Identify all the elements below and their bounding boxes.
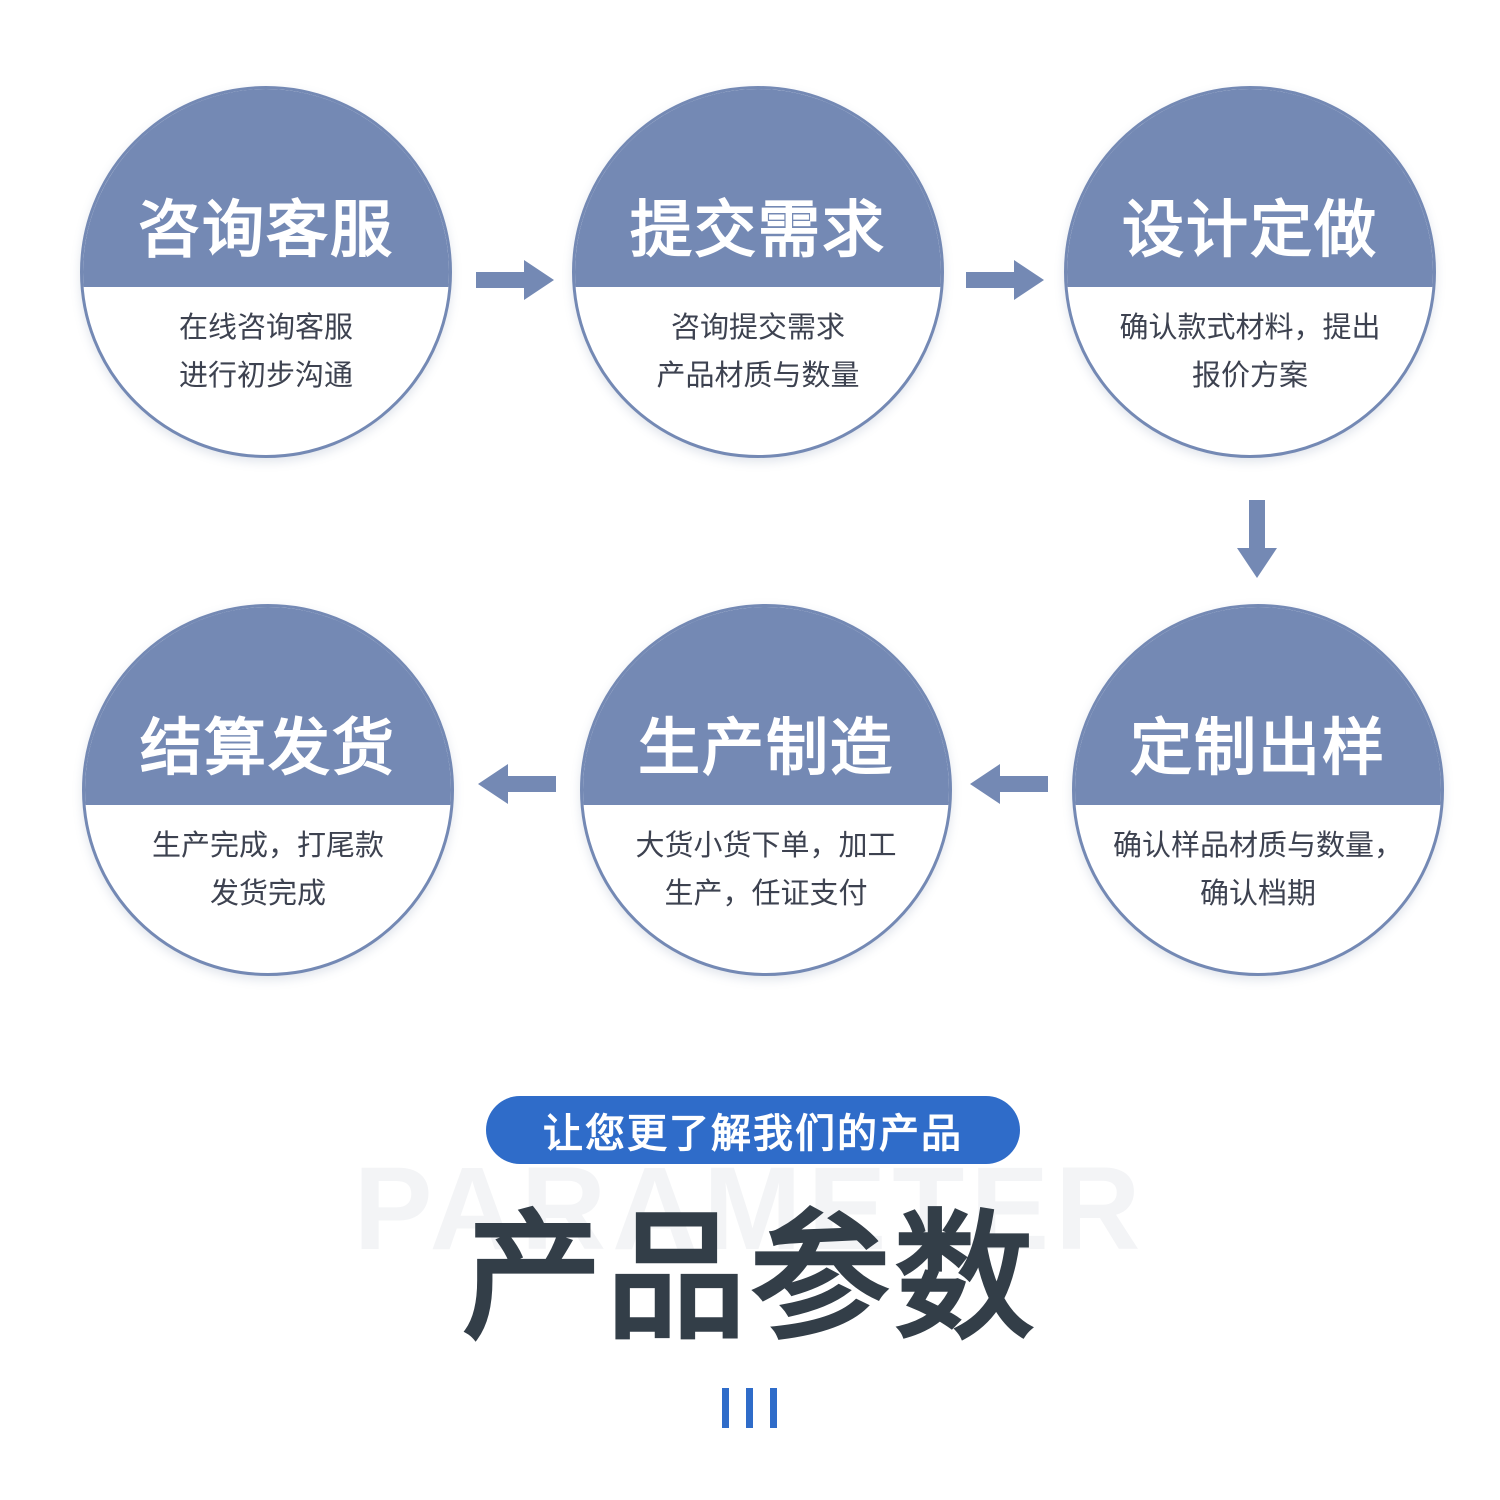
step-custom-sample: 定制出样 确认样品材质与数量， 确认档期 xyxy=(1072,604,1444,976)
section-title: 产品参数 xyxy=(461,1197,1038,1360)
step-production: 生产制造 大货小货下单，加工 生产，任证支付 xyxy=(580,604,952,976)
step-description: 咨询提交需求 产品材质与数量 xyxy=(575,303,941,399)
step-header: 提交需求 xyxy=(575,89,941,287)
step-desc-line: 报价方案 xyxy=(1191,358,1308,392)
step-desc-line: 咨询提交需求 xyxy=(670,310,845,344)
step-submit-requirements: 提交需求 咨询提交需求 产品材质与数量 xyxy=(572,86,944,458)
bar-mark xyxy=(746,1388,753,1428)
step-consult-service: 咨询客服 在线咨询客服 进行初步沟通 xyxy=(80,86,452,458)
step-header: 结算发货 xyxy=(85,607,451,805)
step-description: 生产完成，打尾款 发货完成 xyxy=(85,821,451,917)
bar-mark xyxy=(722,1388,729,1428)
section-badge: 让您更了解我们的产品 xyxy=(486,1096,1020,1164)
step-description: 确认款式材料，提出 报价方案 xyxy=(1067,303,1433,399)
step-header: 定制出样 xyxy=(1075,607,1441,805)
arrow-left-icon xyxy=(476,762,556,806)
arrow-right-icon xyxy=(476,258,556,302)
step-description: 确认样品材质与数量， 确认档期 xyxy=(1075,821,1441,917)
step-description: 在线咨询客服 进行初步沟通 xyxy=(83,303,449,399)
watermark-text: PARAMETER xyxy=(353,1143,1147,1275)
step-desc-line: 发货完成 xyxy=(209,876,326,910)
arrow-right-icon xyxy=(966,258,1046,302)
step-header: 生产制造 xyxy=(583,607,949,805)
step-title: 结算发货 xyxy=(139,711,396,784)
step-desc-line: 确认款式材料，提出 xyxy=(1119,310,1381,344)
step-desc-line: 生产，任证支付 xyxy=(664,876,868,910)
step-design-custom: 设计定做 确认款式材料，提出 报价方案 xyxy=(1064,86,1436,458)
step-desc-line: 产品材质与数量 xyxy=(656,358,860,392)
step-title: 生产制造 xyxy=(637,711,894,784)
step-title: 咨询客服 xyxy=(137,193,394,266)
step-settlement-shipping: 结算发货 生产完成，打尾款 发货完成 xyxy=(82,604,454,976)
step-description: 大货小货下单，加工 生产，任证支付 xyxy=(583,821,949,917)
step-title: 设计定做 xyxy=(1121,193,1378,266)
bar-mark xyxy=(770,1388,777,1428)
step-desc-line: 进行初步沟通 xyxy=(178,358,353,392)
bars-decoration-icon xyxy=(722,1388,782,1428)
arrow-left-icon xyxy=(968,762,1048,806)
step-desc-line: 大货小货下单，加工 xyxy=(635,828,897,862)
step-title: 提交需求 xyxy=(629,193,886,266)
step-title: 定制出样 xyxy=(1129,711,1386,784)
step-desc-line: 生产完成，打尾款 xyxy=(151,828,384,862)
step-desc-line: 确认档期 xyxy=(1199,876,1316,910)
arrow-down-icon xyxy=(1235,500,1279,580)
step-desc-line: 在线咨询客服 xyxy=(178,310,353,344)
step-header: 咨询客服 xyxy=(83,89,449,287)
step-header: 设计定做 xyxy=(1067,89,1433,287)
step-desc-line: 确认样品材质与数量， xyxy=(1112,828,1403,862)
